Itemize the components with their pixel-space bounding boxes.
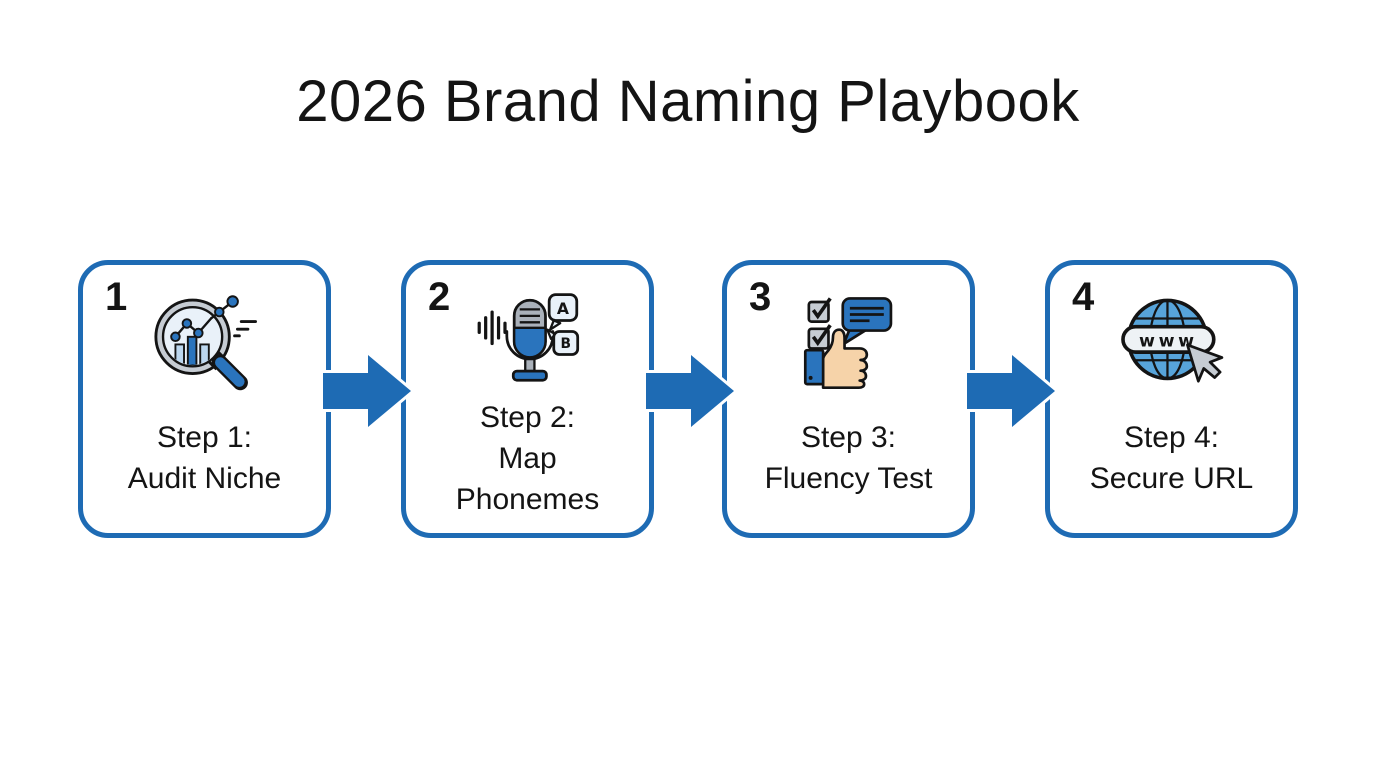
step-number: 4 xyxy=(1072,275,1095,319)
step-card-1: 1 xyxy=(78,260,331,538)
step-label-line: Step 3: xyxy=(800,421,897,454)
magnifier-analytics-icon xyxy=(83,283,326,403)
step-label: Step 3: Fluency Test xyxy=(733,397,964,519)
www-banner-label: www xyxy=(1139,331,1198,351)
bubble-a-label: A xyxy=(556,299,569,318)
step-label: Step 2: Map Phonemes xyxy=(412,397,643,519)
step-label-line: Step 2: xyxy=(479,400,576,434)
step-card-3: 3 Step 3: Fluency Test xyxy=(722,260,975,538)
step-card-2: 2 A B xyxy=(401,260,654,538)
page-title: 2026 Brand Naming Playbook xyxy=(296,69,1080,134)
step-number: 3 xyxy=(749,275,772,319)
step-label: Step 1: Audit Niche xyxy=(89,397,320,519)
checklist-thumbsup-icon xyxy=(727,283,970,403)
step-label-line: Step 1: xyxy=(156,421,253,454)
step-number: 2 xyxy=(428,275,451,319)
microphone-phonemes-icon: A B xyxy=(406,283,649,403)
step-label-line: Map xyxy=(498,441,557,475)
step-number: 1 xyxy=(105,275,128,319)
bubble-b-label: B xyxy=(560,336,571,352)
step-label-line: Fluency Test xyxy=(764,462,933,495)
step-label: Step 4: Secure URL xyxy=(1056,397,1287,519)
step-label-line: Audit Niche xyxy=(127,462,282,495)
flow-arrow-icon xyxy=(644,350,736,432)
flow-arrow-icon xyxy=(321,350,413,432)
flow-arrow-icon xyxy=(965,350,1057,432)
globe-www-cursor-icon: www xyxy=(1050,283,1293,403)
step-label-line: Secure URL xyxy=(1089,462,1254,495)
step-label-line: Step 4: xyxy=(1123,421,1220,454)
step-card-4: 4 www Step 4: Secure URL xyxy=(1045,260,1298,538)
step-label-line: Phonemes xyxy=(455,482,600,516)
